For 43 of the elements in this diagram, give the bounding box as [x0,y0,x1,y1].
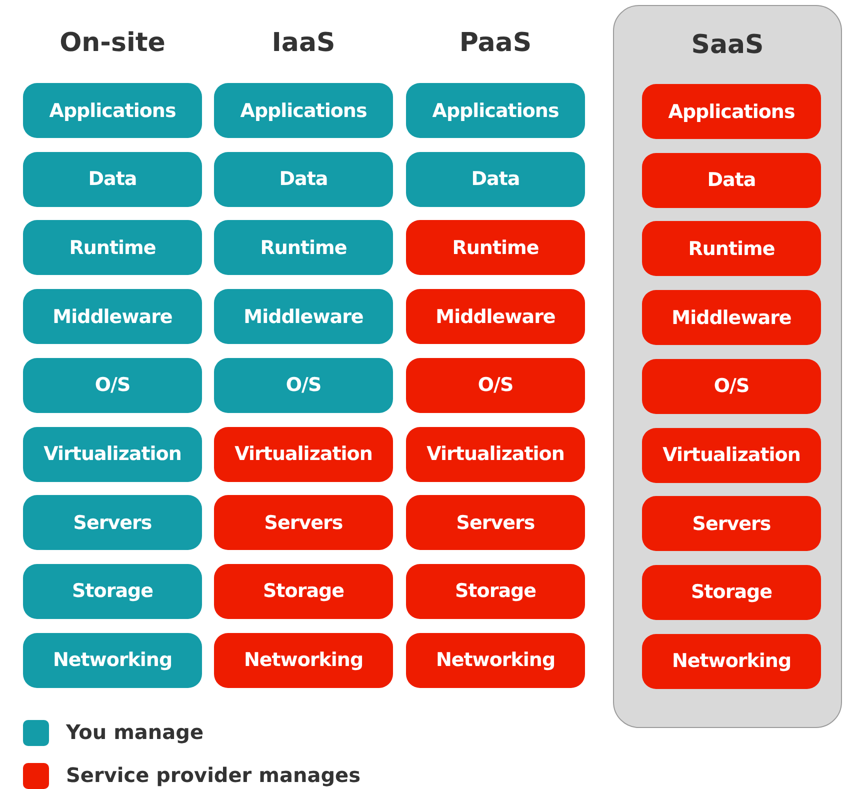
layer-pill: O/S [642,358,821,414]
layer-pill: Data [23,152,202,207]
layer-pill: O/S [23,358,202,413]
layer-pill: Storage [642,564,821,620]
layer-pill: Networking [214,632,393,688]
layer-pill: Middleware [23,289,202,344]
layer-pill: Storage [214,564,393,619]
layer-pill: Virtualization [406,426,585,482]
layer-pill: Middleware [406,289,585,344]
layer-pill: Data [214,152,393,207]
layer-pill: Applications [642,84,821,139]
layer-pill: Virtualization [214,426,393,482]
layer-pill: O/S [214,358,393,413]
layer-pill: Runtime [23,220,202,276]
layer-pill: Virtualization [642,428,821,482]
layer-pill: Networking [23,632,202,688]
layer-pill: Servers [406,495,585,550]
layer-pill: Storage [406,564,585,619]
legend-label: Service provider manages [66,763,360,787]
layer-pill: Storage [23,564,202,619]
highlight-panel [613,5,842,728]
column-heading: IaaS [270,28,336,58]
layer-pill: Networking [406,632,585,688]
layer-pill: Virtualization [23,426,202,482]
layer-pill: Applications [23,83,202,138]
column-heading: On-site [58,28,166,58]
layer-pill: Servers [214,495,393,550]
layer-pill: Applications [406,83,585,138]
layer-pill: Middleware [642,290,821,346]
legend-label: You manage [66,720,204,744]
layer-pill: Data [642,152,821,208]
layer-pill: Servers [642,496,821,552]
layer-pill: Runtime [406,220,585,276]
layer-pill: Networking [642,634,821,689]
layer-pill: Applications [214,83,393,138]
layer-pill: Servers [23,495,202,550]
layer-pill: Runtime [214,220,393,276]
layer-pill: O/S [406,358,585,413]
layer-pill: Data [406,152,585,207]
column-heading: PaaS [458,28,533,58]
column-heading: SaaS [690,30,765,60]
layer-pill: Runtime [642,221,821,276]
layer-pill: Middleware [214,289,393,344]
